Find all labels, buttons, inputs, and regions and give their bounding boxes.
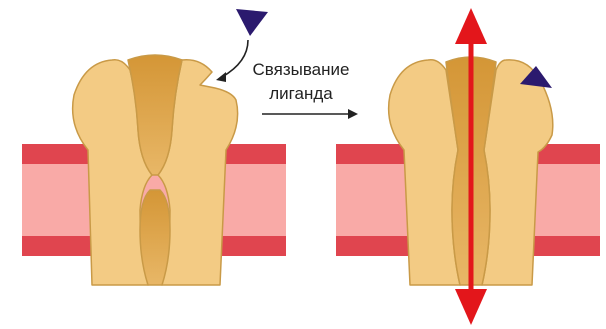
caption-line-1: Связывание	[246, 58, 356, 82]
ligand-binding-caption: Связывание лиганда	[246, 58, 356, 106]
ligand-approach-arrowhead	[216, 72, 226, 82]
ligand-triangle-unbound	[236, 9, 268, 36]
transition-arrow-head	[348, 109, 358, 119]
caption-line-2: лиганда	[246, 82, 356, 106]
closed-pore-lower	[140, 190, 170, 285]
ligand-approach-arrow	[222, 40, 248, 77]
ion-flow-arrow-bottom-head	[455, 289, 487, 325]
closed-channel-protein	[73, 55, 238, 285]
ion-flow-arrow-top-head	[455, 8, 487, 44]
